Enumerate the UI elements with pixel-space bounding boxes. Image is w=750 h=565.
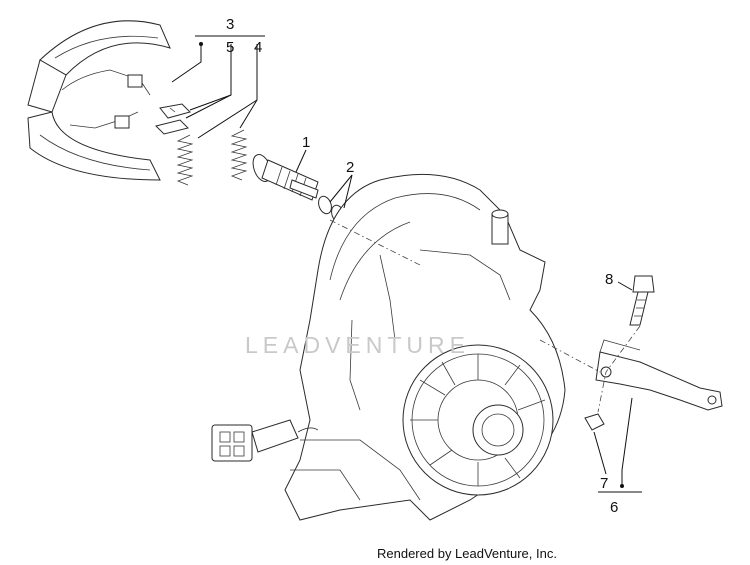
alignment-lines	[329, 219, 641, 413]
spring-part-left	[176, 134, 194, 186]
callout-2: 2	[346, 159, 354, 176]
footer-credit: Rendered by LeadVenture, Inc.	[377, 546, 557, 561]
callout-5: 5	[226, 39, 234, 56]
callout-3: 3	[226, 16, 234, 33]
nut-part	[584, 413, 605, 431]
bracket-part	[595, 339, 723, 411]
callout-4: 4	[254, 39, 262, 56]
engine-hub-assembly	[284, 173, 566, 521]
callout-1: 1	[302, 134, 310, 151]
spring-part-right	[230, 129, 248, 181]
bolt-part	[629, 275, 655, 326]
wiring-connector-part	[211, 419, 319, 462]
leader-lines	[171, 35, 642, 493]
callout-6: 6	[610, 499, 618, 516]
callout-8: 8	[605, 271, 613, 288]
watermark-text: LEADVENTURE	[245, 332, 470, 358]
clip-part	[155, 103, 191, 135]
callout-7: 7	[600, 475, 608, 492]
brake-shoes-part	[27, 20, 171, 181]
brake-cam-shaft-part	[252, 154, 319, 201]
